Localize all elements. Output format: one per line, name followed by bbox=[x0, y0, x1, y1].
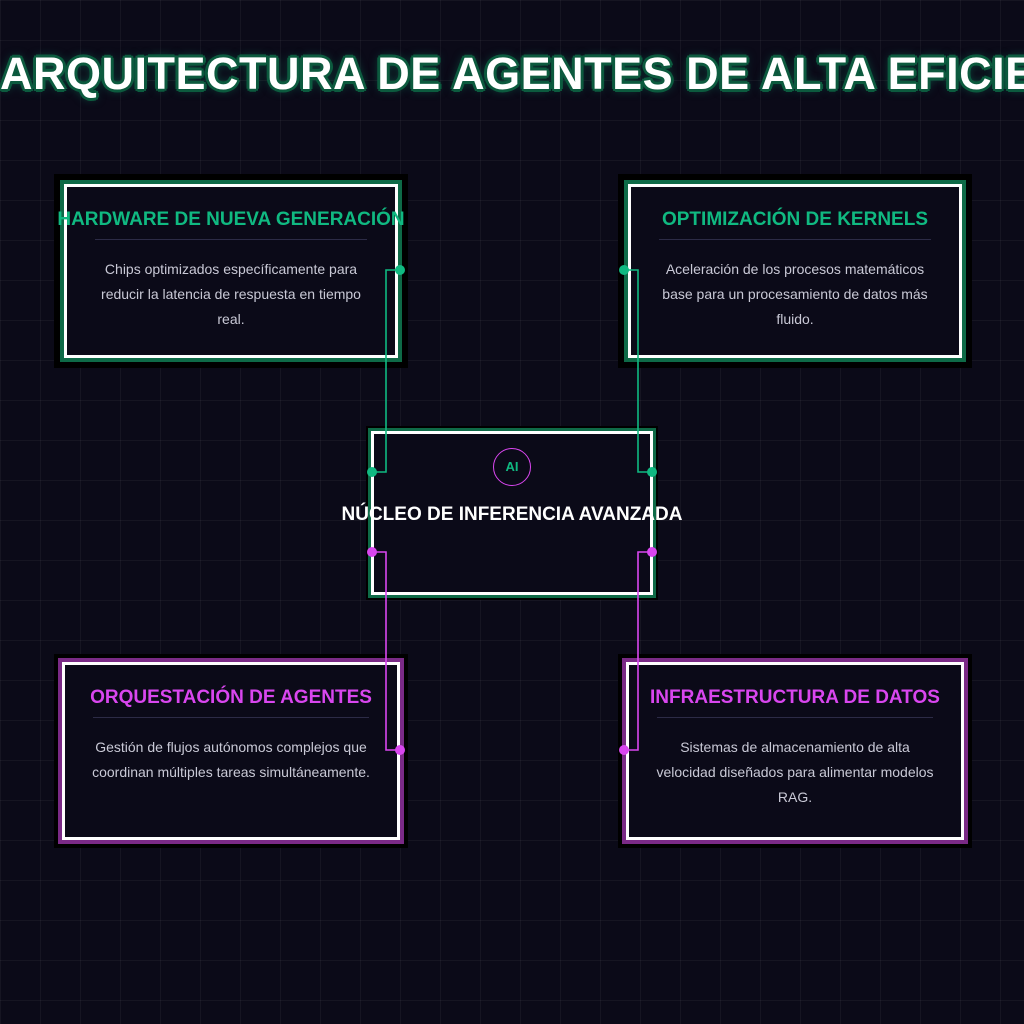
card-data-title: INFRAESTRUCTURA DE DATOS bbox=[650, 687, 940, 708]
card-hardware: HARDWARE DE NUEVA GENERACIÓN Chips optim… bbox=[54, 174, 408, 368]
card-hardware-divider bbox=[95, 239, 367, 240]
core-node: AI NÚCLEO DE INFERENCIA AVANZADA bbox=[342, 426, 682, 600]
card-agents-description: Gestión de flujos autónomos complejos qu… bbox=[92, 739, 370, 780]
card-kernels-title: OPTIMIZACIÓN DE KERNELS bbox=[661, 209, 928, 230]
card-agents-divider bbox=[93, 717, 369, 718]
core-node-body: AI NÚCLEO DE INFERENCIA AVANZADA bbox=[342, 431, 682, 595]
card-kernels-body: OPTIMIZACIÓN DE KERNELS Aceleración de l… bbox=[628, 184, 962, 358]
card-kernels: OPTIMIZACIÓN DE KERNELS Aceleración de l… bbox=[618, 174, 972, 368]
card-agents-title: ORQUESTACIÓN DE AGENTES bbox=[90, 687, 372, 708]
card-kernels-frame: OPTIMIZACIÓN DE KERNELS Aceleración de l… bbox=[624, 180, 966, 362]
core-node-title: NÚCLEO DE INFERENCIA AVANZADA bbox=[341, 504, 683, 525]
card-data-body: INFRAESTRUCTURA DE DATOS Sistemas de alm… bbox=[626, 662, 964, 840]
card-hardware-title: HARDWARE DE NUEVA GENERACIÓN bbox=[57, 209, 405, 230]
card-data-description: Sistemas de almacenamiento de alta veloc… bbox=[656, 739, 934, 805]
card-agents-frame: ORQUESTACIÓN DE AGENTES Gestión de flujo… bbox=[58, 658, 404, 844]
card-hardware-frame: HARDWARE DE NUEVA GENERACIÓN Chips optim… bbox=[57, 180, 405, 362]
ai-badge-icon: AI bbox=[493, 448, 531, 486]
card-data-frame: INFRAESTRUCTURA DE DATOS Sistemas de alm… bbox=[622, 658, 968, 844]
card-data-divider bbox=[657, 717, 933, 718]
card-kernels-description: Aceleración de los procesos matemáticos … bbox=[662, 261, 928, 327]
card-data: INFRAESTRUCTURA DE DATOS Sistemas de alm… bbox=[618, 654, 972, 848]
core-node-frame: AI NÚCLEO DE INFERENCIA AVANZADA bbox=[342, 428, 682, 598]
card-hardware-description: Chips optimizados específicamente para r… bbox=[101, 261, 361, 327]
card-agents: ORQUESTACIÓN DE AGENTES Gestión de flujo… bbox=[54, 654, 408, 848]
diagram-title: ARQUITECTURA DE AGENTES DE ALTA EFICIENC… bbox=[0, 48, 1024, 99]
card-agents-body: ORQUESTACIÓN DE AGENTES Gestión de flujo… bbox=[62, 662, 400, 840]
card-hardware-body: HARDWARE DE NUEVA GENERACIÓN Chips optim… bbox=[57, 184, 405, 358]
card-kernels-divider bbox=[659, 239, 931, 240]
